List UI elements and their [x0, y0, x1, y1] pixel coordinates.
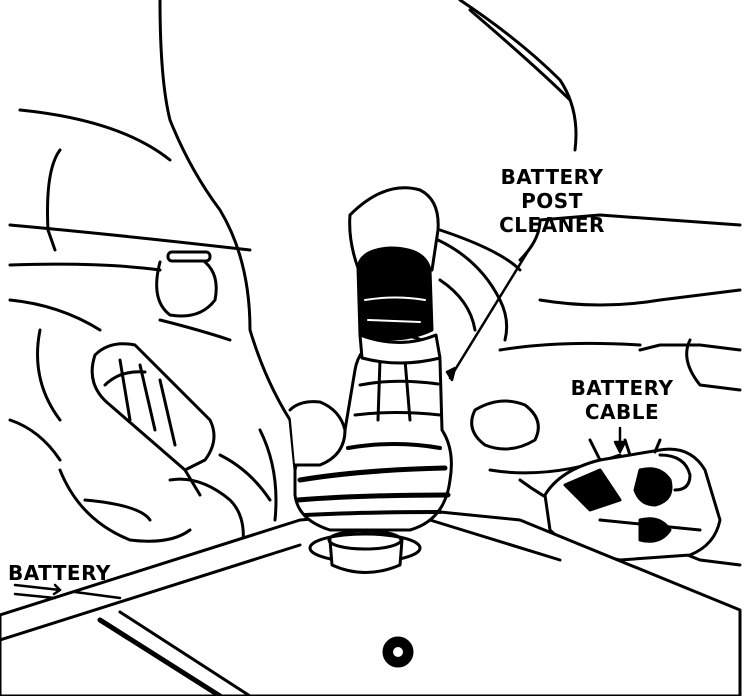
- post-cleaner-tool: [293, 246, 453, 532]
- battery-post: [308, 529, 422, 574]
- engine-bay-outlines: [8, 108, 278, 562]
- cable-label-line-1: BATTERY: [570, 376, 674, 400]
- battery-post-cleaner-label: BATTERY POST CLEANER: [492, 165, 612, 237]
- post-cleaner-label-line-3: CLEANER: [499, 213, 605, 237]
- post-cleaner-label-line-2: POST: [521, 189, 583, 213]
- leader-lines: [13, 246, 627, 600]
- post-cleaner-label-line-1: BATTERY: [500, 165, 604, 189]
- hand: [158, 0, 742, 472]
- leader-battery: [13, 583, 62, 592]
- hose-connector: [90, 342, 216, 497]
- battery-cable-label: BATTERY CABLE: [570, 376, 674, 424]
- battery-label: BATTERY: [8, 561, 111, 585]
- cable-label-line-2: CABLE: [584, 400, 660, 424]
- leader-post-cleaner: [448, 246, 532, 380]
